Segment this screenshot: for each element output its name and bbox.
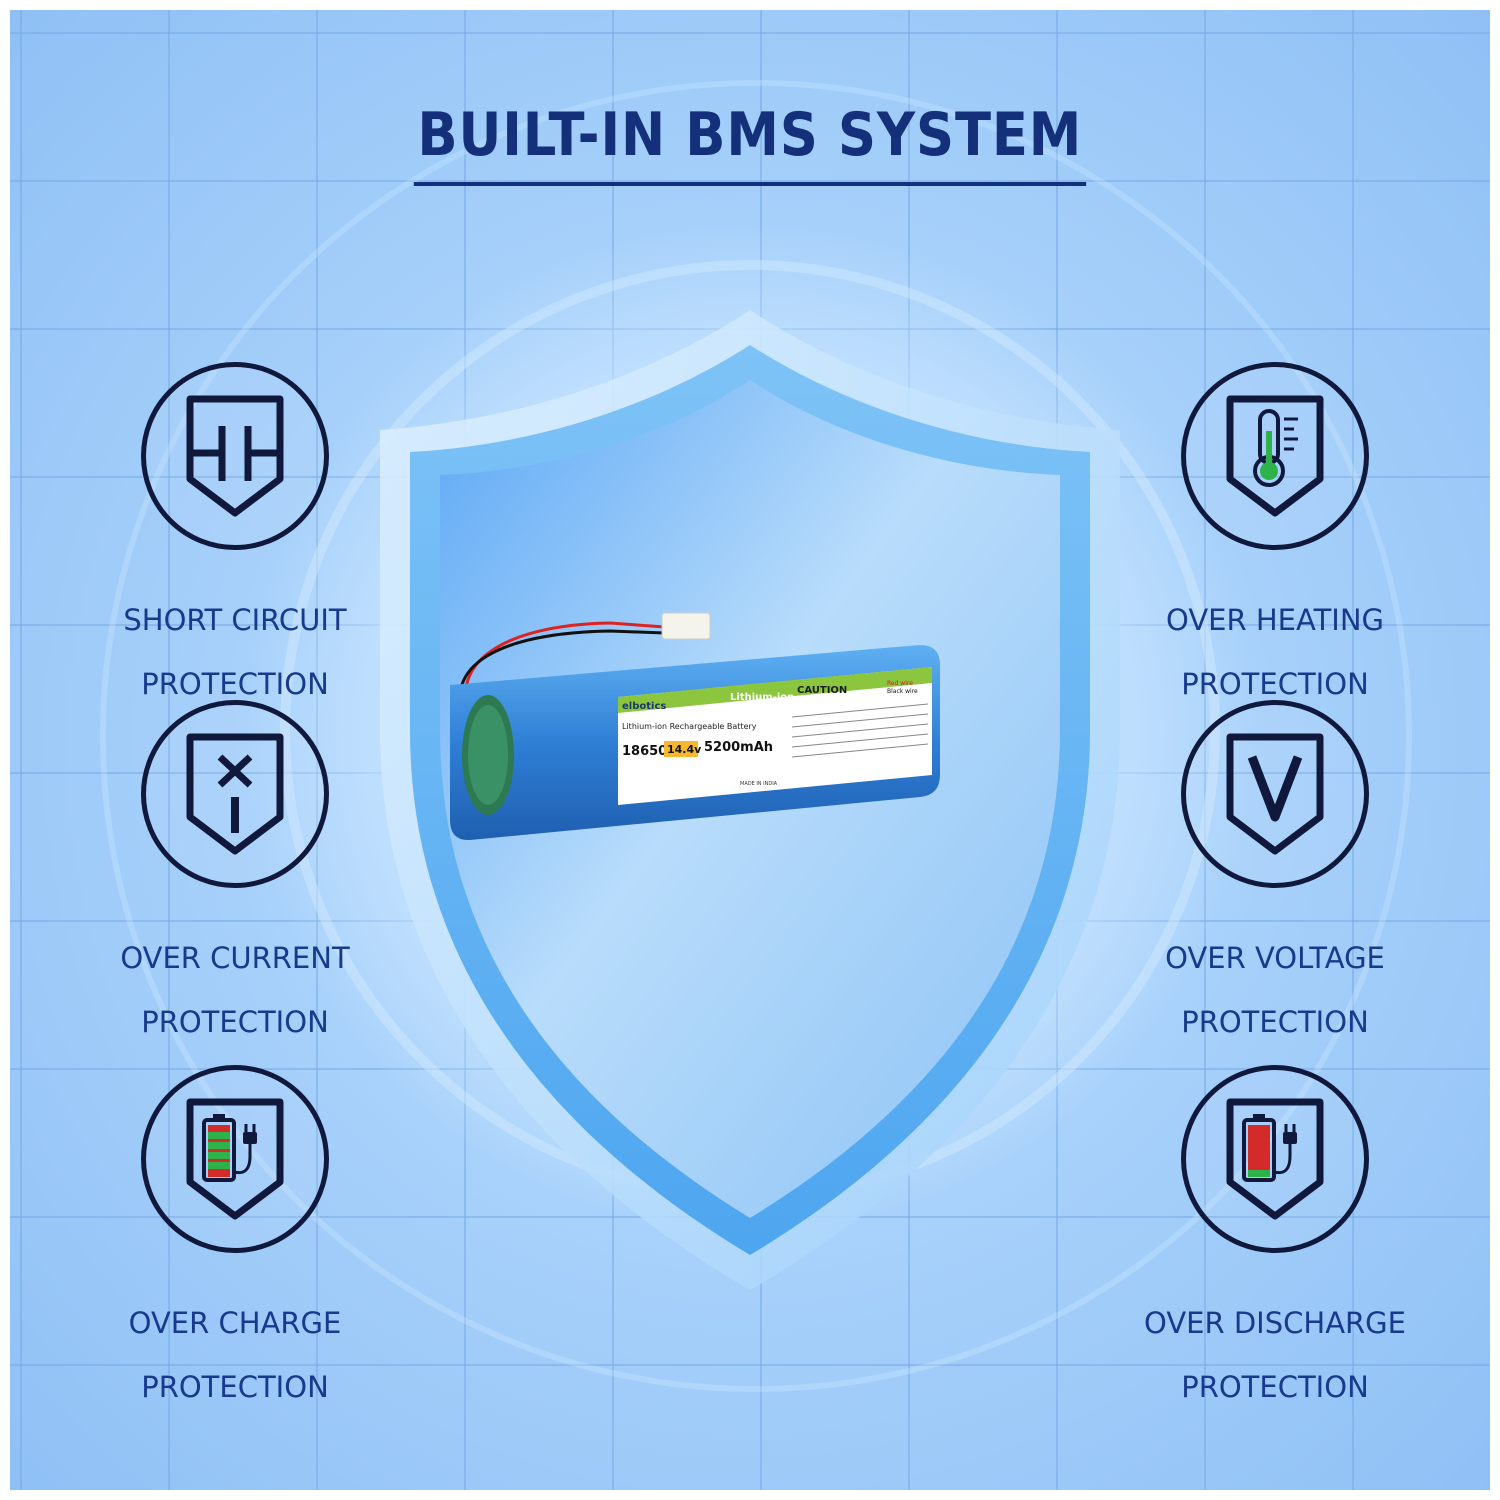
feature-over-heating: OVER HEATING PROTECTION bbox=[1125, 362, 1425, 732]
voltage-icon bbox=[1226, 733, 1324, 855]
battery-caution: CAUTION bbox=[797, 685, 847, 696]
feature-label-line2: PROTECTION bbox=[141, 1005, 329, 1039]
feature-label-line2: PROTECTION bbox=[1181, 1370, 1369, 1404]
short-circuit-icon bbox=[186, 395, 284, 517]
feature-label-line2: PROTECTION bbox=[141, 667, 329, 701]
battery-capacity: 5200mAh bbox=[704, 740, 773, 755]
feature-over-charge: OVER CHARGE PROTECTION bbox=[85, 1065, 385, 1435]
feature-label-line1: SHORT CIRCUIT bbox=[123, 603, 347, 637]
over-voltage-icon-circle bbox=[1181, 700, 1369, 888]
over-current-icon-circle bbox=[141, 700, 329, 888]
feature-over-discharge: OVER DISCHARGE PROTECTION bbox=[1125, 1065, 1425, 1435]
feature-label-line2: PROTECTION bbox=[1181, 667, 1369, 701]
battery-voltage: 14.4v bbox=[667, 743, 702, 756]
thermometer-icon bbox=[1226, 395, 1324, 517]
feature-short-circuit: SHORT CIRCUIT PROTECTION bbox=[85, 362, 385, 732]
over-charge-icon-circle bbox=[141, 1065, 329, 1253]
battery-cell: 18650 bbox=[622, 744, 667, 759]
battery-chemistry: Lithium-ion bbox=[730, 692, 794, 703]
over-discharge-icon bbox=[1226, 1098, 1324, 1220]
page-title: BUILT-IN BMS SYSTEM bbox=[414, 100, 1086, 186]
feature-label-line2: PROTECTION bbox=[1181, 1005, 1369, 1039]
feature-label-line1: OVER CURRENT bbox=[120, 941, 350, 975]
background-ring-outer bbox=[100, 80, 1412, 1392]
feature-label-line1: OVER DISCHARGE bbox=[1144, 1306, 1406, 1340]
battery-black-wire: Black wire bbox=[887, 688, 918, 695]
battery-red-wire: Red wire bbox=[887, 680, 913, 687]
feature-label-line1: OVER VOLTAGE bbox=[1165, 941, 1385, 975]
battery-pack-image: elbotics Lithium-ion CAUTION Red wire Bl… bbox=[450, 612, 940, 841]
feature-label-line2: PROTECTION bbox=[141, 1370, 329, 1404]
over-current-icon bbox=[186, 733, 284, 855]
over-charge-icon bbox=[186, 1098, 284, 1220]
battery-label: elbotics Lithium-ion CAUTION Red wire Bl… bbox=[618, 667, 932, 805]
feature-label-line1: OVER CHARGE bbox=[128, 1306, 342, 1340]
feature-label-line1: OVER HEATING bbox=[1166, 603, 1384, 637]
over-heating-icon-circle bbox=[1181, 362, 1369, 550]
feature-over-voltage: OVER VOLTAGE PROTECTION bbox=[1125, 700, 1425, 1070]
battery-brand: elbotics bbox=[622, 701, 666, 712]
feature-over-current: OVER CURRENT PROTECTION bbox=[85, 700, 385, 1070]
short-circuit-icon-circle bbox=[141, 362, 329, 550]
battery-made-in: MADE IN INDIA bbox=[740, 781, 778, 787]
battery-type: Lithium-ion Rechargeable Battery bbox=[622, 722, 757, 731]
over-discharge-icon-circle bbox=[1181, 1065, 1369, 1253]
title-container: BUILT-IN BMS SYSTEM bbox=[0, 100, 1500, 186]
